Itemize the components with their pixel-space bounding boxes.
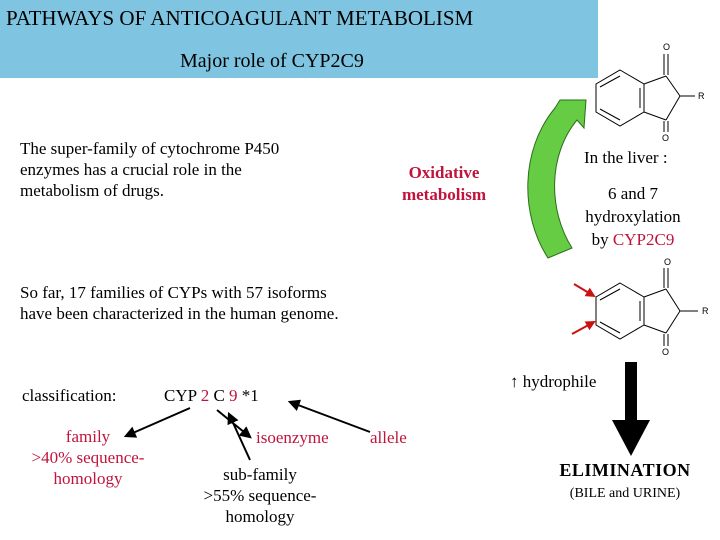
classification-label: classification: bbox=[22, 386, 117, 405]
subfamily-note-line-1: sub-family bbox=[223, 465, 297, 484]
intro-line-1: The super-family of cytochrome P450 bbox=[20, 139, 280, 158]
family-note-line-2: >40% sequence- bbox=[31, 448, 145, 467]
cyp-prefix: CYP bbox=[164, 386, 197, 405]
elimination-title: ELIMINATION bbox=[559, 460, 691, 480]
molecule-top-r: R bbox=[698, 91, 705, 101]
liver-line-3: by CYP2C9 bbox=[568, 228, 698, 251]
cyp-nomenclature: CYP 2 C 9 *1 bbox=[164, 386, 259, 406]
molecule-top-o-top: O bbox=[663, 42, 670, 52]
molecule-bottom bbox=[595, 268, 698, 346]
intro-line-3: metabolism of drugs. bbox=[20, 181, 165, 200]
allele-label: allele bbox=[370, 428, 407, 447]
cyp-isoenzyme-number: 9 bbox=[229, 386, 238, 405]
header-banner bbox=[0, 0, 598, 78]
page-title: PATHWAYS OF ANTICOAGULANT METABOLISM bbox=[6, 6, 474, 30]
molecule-top-o-bottom: O bbox=[662, 133, 669, 143]
oxidative-metabolism-label: Oxidative metabolism bbox=[388, 162, 500, 206]
elimination-detail: (BILE and URINE) bbox=[569, 486, 681, 501]
molecule-bottom-o-top: O bbox=[664, 257, 671, 267]
family-note: family >40% sequence- homology bbox=[14, 426, 162, 489]
family-note-line-3: homology bbox=[53, 469, 123, 488]
cyp-family-number: 2 bbox=[200, 386, 210, 405]
hydroxylation-site-6-arrow-icon bbox=[573, 283, 596, 298]
hydrophile-text: hydrophile bbox=[522, 372, 597, 391]
family-pointer-arrow-icon bbox=[123, 407, 191, 438]
liver-line-2: hydroxylation bbox=[585, 207, 681, 226]
subfamily-note-line-3: homology bbox=[225, 507, 295, 526]
liver-hydroxylation-text: 6 and 7 hydroxylation by CYP2C9 bbox=[568, 182, 698, 251]
intro-line-2: enzymes has a crucial role in the bbox=[20, 160, 242, 179]
molecule-bottom-r: R bbox=[702, 306, 709, 316]
oxidative-line-2: metabolism bbox=[401, 185, 487, 204]
molecule-bottom-o-bottom: O bbox=[662, 347, 669, 357]
molecule-top bbox=[595, 54, 695, 132]
families-paragraph: So far, 17 families of CYPs with 57 isof… bbox=[20, 282, 339, 324]
up-arrow-icon: ↑ bbox=[510, 372, 519, 391]
liver-line-3-prefix: by bbox=[591, 230, 613, 249]
oxidative-line-1: Oxidative bbox=[408, 163, 480, 182]
liver-heading: In the liver : bbox=[584, 148, 668, 167]
elimination-down-arrow-icon bbox=[612, 362, 650, 456]
page-subtitle: Major role of CYP2C9 bbox=[180, 50, 364, 72]
subfamily-pointer-arrow-icon bbox=[227, 411, 251, 461]
subfamily-note-line-2: >55% sequence- bbox=[203, 486, 317, 505]
family-note-line-1: family bbox=[65, 427, 111, 446]
green-curved-arrow-icon bbox=[527, 99, 587, 259]
allele-pointer-arrow-icon bbox=[287, 399, 371, 433]
hydroxylation-site-7-arrow-icon bbox=[571, 321, 596, 335]
cyp-allele: *1 bbox=[241, 386, 259, 405]
cyp2c9-enzyme: CYP2C9 bbox=[612, 230, 675, 249]
families-line-1: So far, 17 families of CYPs with 57 isof… bbox=[20, 283, 327, 302]
subfamily-note: sub-family >55% sequence- homology bbox=[188, 464, 332, 527]
families-line-2: have been characterized in the human gen… bbox=[20, 304, 339, 323]
liver-line-1: 6 and 7 bbox=[607, 184, 659, 203]
intro-paragraph: The super-family of cytochrome P450 enzy… bbox=[20, 138, 279, 201]
isoenzyme-label: isoenzyme bbox=[256, 428, 329, 447]
hydrophile-label: ↑ hydrophile bbox=[510, 372, 596, 392]
cyp-subfamily-letter: C bbox=[213, 386, 225, 405]
